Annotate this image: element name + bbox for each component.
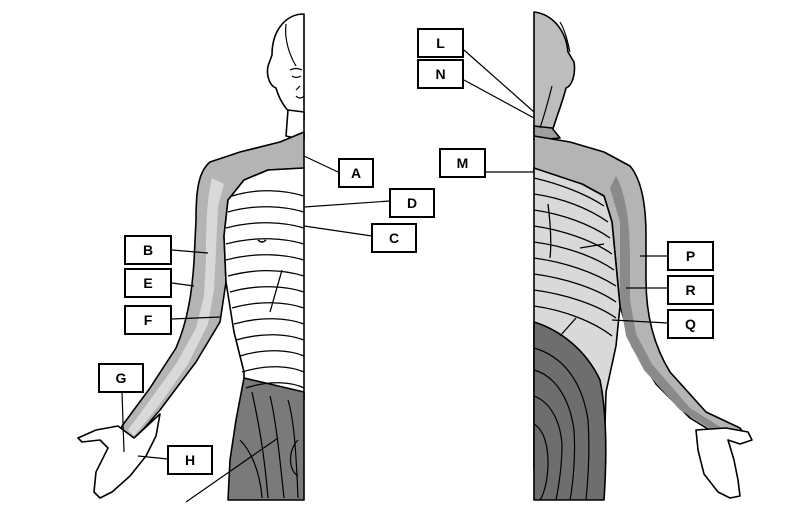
label-p: P [667, 241, 714, 271]
label-l: L [417, 28, 464, 58]
front-leg-region [227, 377, 305, 501]
leader-a [303, 155, 339, 173]
leader-c [303, 225, 373, 237]
front-leg-lines [239, 391, 299, 499]
label-c: C [371, 223, 417, 253]
back-buttock-lines [533, 347, 590, 501]
leader-e [171, 282, 195, 287]
label-b: B [124, 235, 172, 265]
back-head-lines [539, 21, 571, 129]
label-g: G [98, 363, 144, 393]
leader-q [611, 319, 669, 324]
label-f: F [124, 305, 172, 335]
leader-d [303, 200, 391, 208]
back-arm-stripe [610, 176, 722, 432]
front-hand [77, 413, 161, 499]
leader-f [171, 316, 221, 320]
leader-lines [121, 49, 669, 503]
back-hand [695, 427, 753, 499]
front-face-lines [285, 23, 305, 99]
leader-leg [185, 437, 279, 503]
leader-h [137, 455, 169, 460]
label-h: H [167, 445, 213, 475]
label-a: A [338, 158, 374, 188]
label-r: R [667, 275, 714, 305]
label-q: Q [667, 309, 714, 339]
leader-n [463, 79, 535, 119]
back-rib-lines [533, 177, 617, 337]
front-torso [223, 167, 305, 401]
leader-g [121, 391, 125, 453]
leader-b [171, 249, 209, 254]
label-n: N [417, 59, 464, 89]
front-rib-lines [225, 190, 305, 389]
front-body-view [77, 13, 305, 501]
front-arm-stripe [128, 178, 224, 436]
label-e: E [124, 268, 172, 298]
label-d: D [389, 188, 435, 218]
back-head [533, 11, 576, 135]
label-m: M [439, 148, 486, 178]
leader-l [463, 49, 535, 113]
